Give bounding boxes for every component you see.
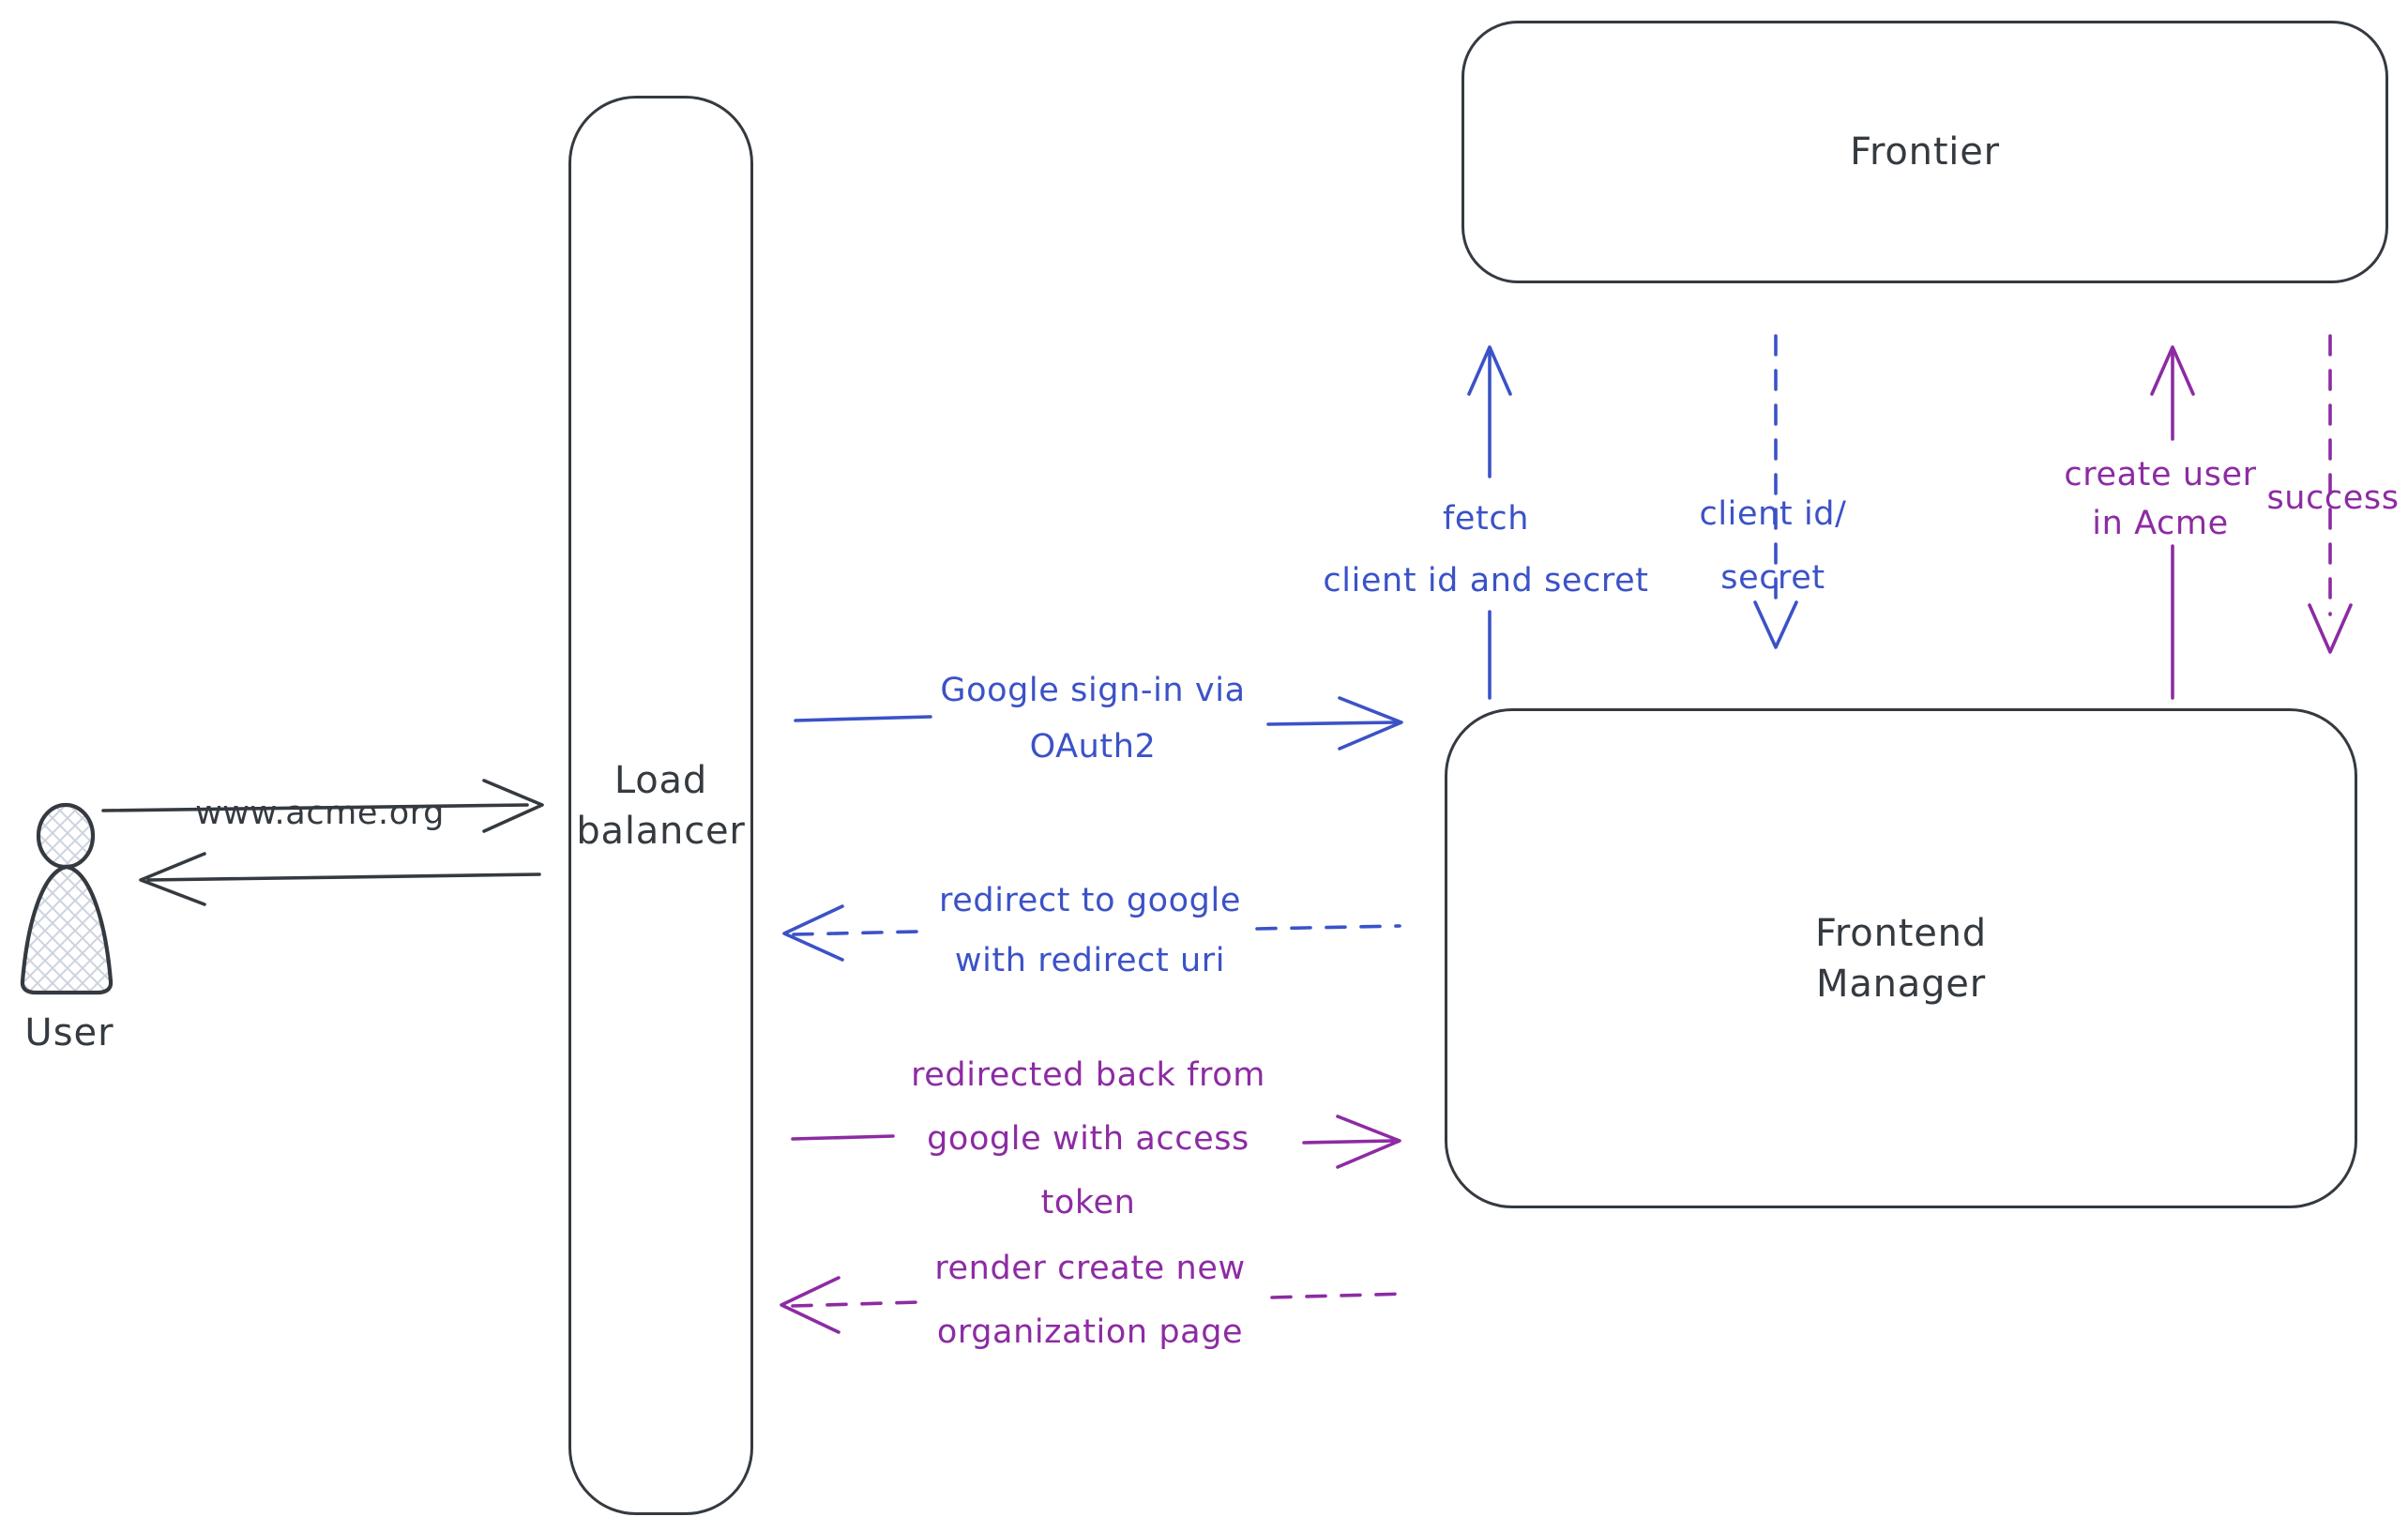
node-frontend-manager: Frontend Manager: [1445, 708, 2357, 1208]
redirected-back-shaft-right: [1302, 1139, 1395, 1145]
label-line: redirected back from: [911, 1056, 1265, 1094]
edge-label-create-user: create user in Acme: [2064, 450, 2256, 548]
google-signin-head: [1338, 696, 1403, 751]
redirect-google-head: [782, 904, 844, 962]
node-frontend-manager-label-line: Manager: [1816, 962, 1986, 1006]
redirect-google-dashes-left: [792, 930, 919, 936]
acme-response-head: [139, 852, 206, 906]
redirect-google-dashes-right: [1255, 924, 1401, 931]
user-head: [36, 802, 96, 870]
google-signin-arrow: [794, 696, 1403, 751]
redirect-google-arrow: [782, 904, 1401, 962]
render-org-page-arrow: [780, 1276, 1409, 1334]
client-id-secret-arrow: [1753, 334, 1798, 649]
node-load-balancer-label-line: Load: [613, 758, 708, 802]
edge-label-fetch-client-secret: fetch client id and secret: [1323, 488, 1648, 612]
create-user-arrow: [2150, 345, 2195, 700]
label-line: create user: [2064, 456, 2257, 493]
user-icon: [20, 802, 114, 995]
label-line: OAuth2: [1029, 728, 1157, 766]
label-line: secret: [1720, 559, 1825, 597]
node-frontend-manager-label-line: Frontend: [1815, 911, 1987, 955]
node-frontier-label: Frontier: [1850, 130, 2000, 174]
user-label: User: [24, 1011, 114, 1054]
label-line: token: [1040, 1184, 1136, 1221]
render-org-dashes-right: [1270, 1292, 1409, 1299]
label-line: with redirect uri: [954, 942, 1226, 979]
label-line: Google sign-in via: [940, 672, 1246, 709]
google-signin-shaft-left: [794, 715, 932, 722]
edge-label-redirect-google: redirect to google with redirect uri: [939, 871, 1241, 991]
label-line: client id and secret: [1323, 562, 1649, 599]
edge-label-redirected-back: redirected back from google with access …: [911, 1043, 1265, 1235]
label-line: google with access: [927, 1120, 1249, 1158]
label-line: redirect to google: [939, 882, 1241, 919]
redirected-back-shaft-left: [791, 1134, 895, 1141]
success-head: [2308, 603, 2353, 654]
create-user-head: [2150, 345, 2195, 396]
success-arrow: [2308, 334, 2353, 654]
user-body: [20, 864, 114, 995]
acme-request-shaft: [101, 803, 529, 812]
client-id-secret-head: [1753, 600, 1798, 649]
render-org-dashes-left: [791, 1300, 921, 1308]
label-line: www.acme.org: [195, 795, 445, 832]
edge-label-acme-request: www.acme.org: [195, 793, 445, 834]
edge-label-client-id-secret: client id/ secret: [1700, 482, 1847, 610]
acme-response-arrow: [139, 852, 541, 906]
node-load-balancer: Load balancer: [568, 96, 753, 1515]
label-line: success: [2266, 479, 2400, 517]
label-line: organization page: [936, 1313, 1244, 1351]
acme-request-arrow: [101, 779, 544, 833]
label-line: fetch: [1442, 500, 1529, 538]
edge-label-google-signin: Google sign-in via OAuth2: [940, 662, 1245, 775]
google-signin-shaft-right: [1266, 720, 1398, 726]
node-load-balancer-label-line: balancer: [576, 809, 746, 853]
fetch-head: [1467, 345, 1512, 396]
acme-request-head: [482, 779, 544, 833]
render-org-head: [780, 1276, 841, 1334]
acme-response-shaft: [146, 872, 541, 882]
fetch-client-secret-arrow: [1467, 345, 1512, 700]
label-line: client id/: [1699, 495, 1847, 533]
label-line: render create new: [934, 1250, 1246, 1287]
redirected-back-head: [1336, 1115, 1401, 1169]
edge-label-success: success: [2266, 478, 2399, 519]
node-frontier: Frontier: [1461, 21, 2388, 283]
redirected-back-arrow: [791, 1115, 1401, 1169]
label-line: in Acme: [2092, 505, 2229, 542]
edge-label-render-org-page: render create new organization page: [934, 1236, 1245, 1364]
